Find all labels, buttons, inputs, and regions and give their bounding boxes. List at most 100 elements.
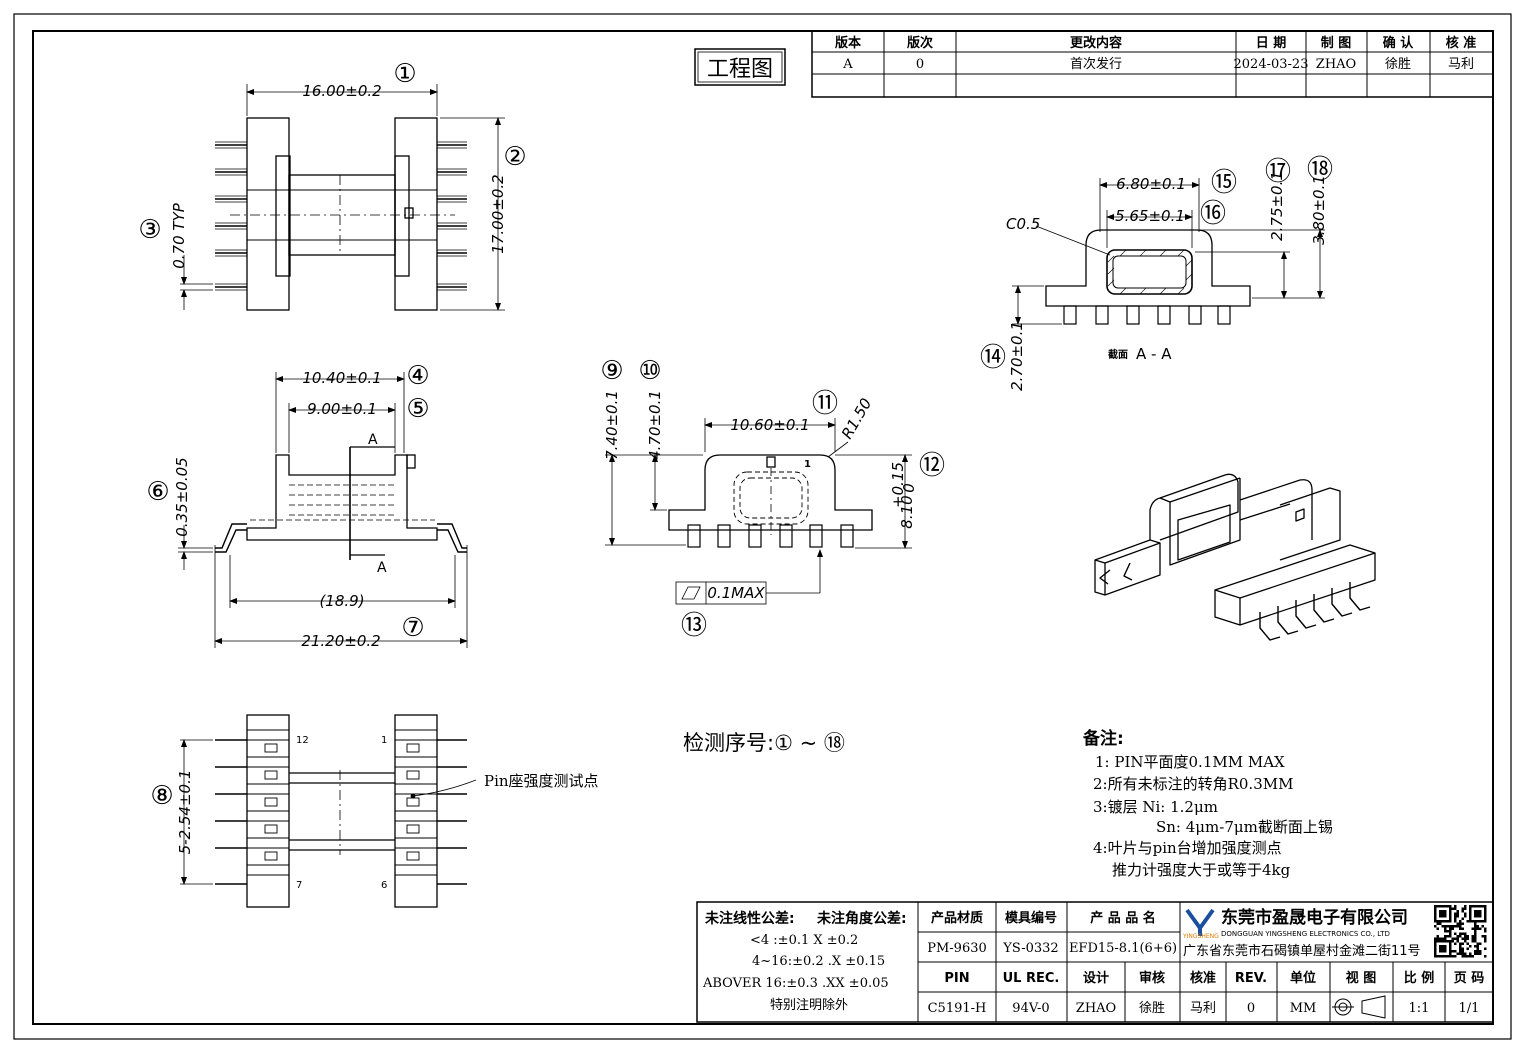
section-view [1045, 229, 1251, 325]
qr-module [1449, 912, 1452, 915]
qr-module [1449, 955, 1452, 958]
dim-17: 17.00±0.2 [489, 174, 507, 253]
dim-10-60: 10.60±0.1 [730, 416, 809, 434]
qr-module [1441, 905, 1444, 908]
qr-module [1476, 942, 1479, 945]
qr-module [1456, 912, 1459, 915]
qr-module [1464, 955, 1467, 958]
qr-module [1484, 910, 1487, 913]
qr-module [1476, 920, 1479, 923]
drawing-type-stamp: 工程图 [694, 48, 786, 86]
qr-module [1439, 950, 1442, 953]
bottom-view [215, 714, 467, 908]
qr-module [1474, 950, 1477, 953]
qr-module [1439, 955, 1442, 958]
qr-module [1446, 925, 1449, 928]
qr-module [1436, 935, 1439, 938]
design-value: ZHAO [1076, 1001, 1116, 1016]
qr-module [1481, 935, 1484, 938]
tolerance-linear-title: 未注线性公差: [705, 910, 795, 927]
qr-module [1449, 930, 1452, 933]
qr-module [1439, 920, 1442, 923]
section-caption: A - A [1136, 345, 1172, 363]
tolerance-line-2: 4~16:±0.2 .X ±0.15 [752, 954, 885, 969]
qr-module [1474, 940, 1477, 943]
qr-module [1441, 925, 1444, 928]
qr-module [1451, 955, 1454, 958]
qr-module [1434, 905, 1437, 908]
company-name-en: DONGGUAN YINGSHENG ELECTRONICS CO., LTD [1221, 930, 1390, 938]
review-value: 徐胜 [1139, 1001, 1165, 1016]
qr-module [1479, 927, 1482, 930]
qr-module [1474, 945, 1477, 948]
qr-module [1461, 947, 1464, 950]
note-3b: Sn: 4μm-7μm截断面上锡 [1156, 818, 1333, 836]
balloon-10: ⑩ [638, 356, 661, 386]
qr-module [1469, 945, 1472, 948]
qr-module [1461, 932, 1464, 935]
qr-module [1484, 927, 1487, 930]
qr-module [1469, 952, 1472, 955]
qr-module [1444, 925, 1447, 928]
page-value: 1/1 [1459, 1001, 1480, 1016]
qr-module [1464, 940, 1467, 943]
qr-module [1474, 930, 1477, 933]
company-name: 东莞市盈晟电子有限公司 [1221, 907, 1408, 928]
dim-18-9-ref: (18.9) [319, 592, 364, 610]
rev-header-drawn: 制 图 [1321, 35, 1352, 51]
tolerance-line-3: ABOVER 16:±0.3 .XX ±0.05 [702, 976, 889, 991]
rev-header-edition: 版次 [907, 35, 933, 51]
qr-module [1459, 932, 1462, 935]
qr-module [1454, 932, 1457, 935]
rev-change: 首次发行 [1070, 56, 1122, 72]
qr-module [1471, 937, 1474, 940]
qr-module [1471, 940, 1474, 943]
qr-module [1434, 920, 1437, 923]
mold-value: YS-0332 [1002, 941, 1058, 956]
top-view-dims [180, 84, 505, 311]
qr-module [1454, 907, 1457, 910]
qr-module [1434, 912, 1437, 915]
qr-module [1449, 950, 1452, 953]
qr-module [1434, 940, 1437, 943]
qr-module [1481, 925, 1484, 928]
qr-module [1466, 955, 1469, 958]
pin-value: C5191-H [928, 1001, 987, 1016]
qr-module [1484, 940, 1487, 943]
balloon-5: ⑤ [406, 394, 429, 424]
notes-heading: 备注: [1082, 728, 1124, 749]
qr-module [1484, 935, 1487, 938]
qr-module [1446, 935, 1449, 938]
dim-10-40: 10.40±0.1 [302, 369, 381, 387]
qr-module [1444, 915, 1447, 918]
rev-approve: 马利 [1448, 57, 1474, 72]
qr-code [1432, 903, 1490, 960]
qr-module [1449, 917, 1452, 920]
qr-module [1439, 905, 1442, 908]
qr-module [1479, 942, 1482, 945]
qr-module [1441, 940, 1444, 943]
qr-module [1444, 912, 1447, 915]
qr-module [1484, 930, 1487, 933]
qr-module [1479, 912, 1482, 915]
qr-module [1461, 910, 1464, 913]
section-view-dims [1012, 178, 1325, 325]
qr-module [1461, 950, 1464, 953]
rev-header-confirm: 确 认 [1383, 35, 1415, 51]
qr-module [1474, 927, 1477, 930]
balloon-12: ⑫ [919, 451, 945, 481]
qr-module [1434, 952, 1437, 955]
qr-module [1456, 952, 1459, 955]
scale-value: 1:1 [1409, 1001, 1430, 1016]
qr-module [1446, 940, 1449, 943]
tolerance-angle-title: 未注角度公差: [817, 910, 907, 927]
qr-module [1479, 905, 1482, 908]
qr-module [1481, 905, 1484, 908]
ul-label: UL REC. [1003, 971, 1060, 986]
dim-pin-pitch: 5-2.54±0.1 [176, 770, 194, 855]
title-block-grid [696, 901, 1494, 1023]
qr-module [1469, 905, 1472, 908]
balloon-1: ① [393, 59, 416, 89]
note-1: 1: PIN平面度0.1MM MAX [1095, 753, 1285, 771]
